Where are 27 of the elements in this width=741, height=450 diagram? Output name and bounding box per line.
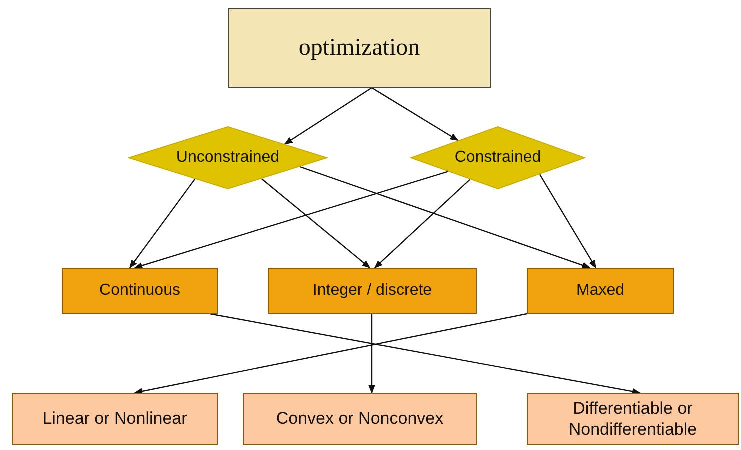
process-box bbox=[268, 268, 477, 314]
arrow bbox=[374, 179, 470, 269]
node-label: Linear or Nonlinear bbox=[42, 408, 188, 430]
arrow bbox=[372, 87, 459, 142]
process-box bbox=[527, 268, 674, 314]
arrow bbox=[134, 171, 448, 269]
arrow bbox=[284, 88, 372, 145]
arrow bbox=[368, 314, 376, 394]
arrow bbox=[539, 174, 597, 269]
process-box bbox=[12, 393, 218, 445]
node-label: Constrained bbox=[454, 148, 542, 168]
arrow bbox=[130, 179, 196, 269]
node-label: Maxed bbox=[576, 281, 625, 301]
node-label: Differentiable or Nondifferentiable bbox=[568, 398, 698, 440]
process-box bbox=[62, 268, 218, 314]
process-box bbox=[243, 393, 477, 445]
arrow bbox=[210, 313, 641, 395]
process-box bbox=[228, 8, 491, 88]
arrow bbox=[300, 166, 591, 269]
arrow bbox=[262, 178, 371, 269]
process-box bbox=[527, 393, 739, 445]
node-label: optimization bbox=[298, 34, 420, 63]
node-label: Unconstrained bbox=[176, 148, 280, 168]
arrow bbox=[134, 313, 528, 395]
node-label: Integer / discrete bbox=[312, 281, 432, 301]
node-label: Convex or Nonconvex bbox=[276, 408, 444, 430]
node-label: Continuous bbox=[100, 281, 180, 301]
